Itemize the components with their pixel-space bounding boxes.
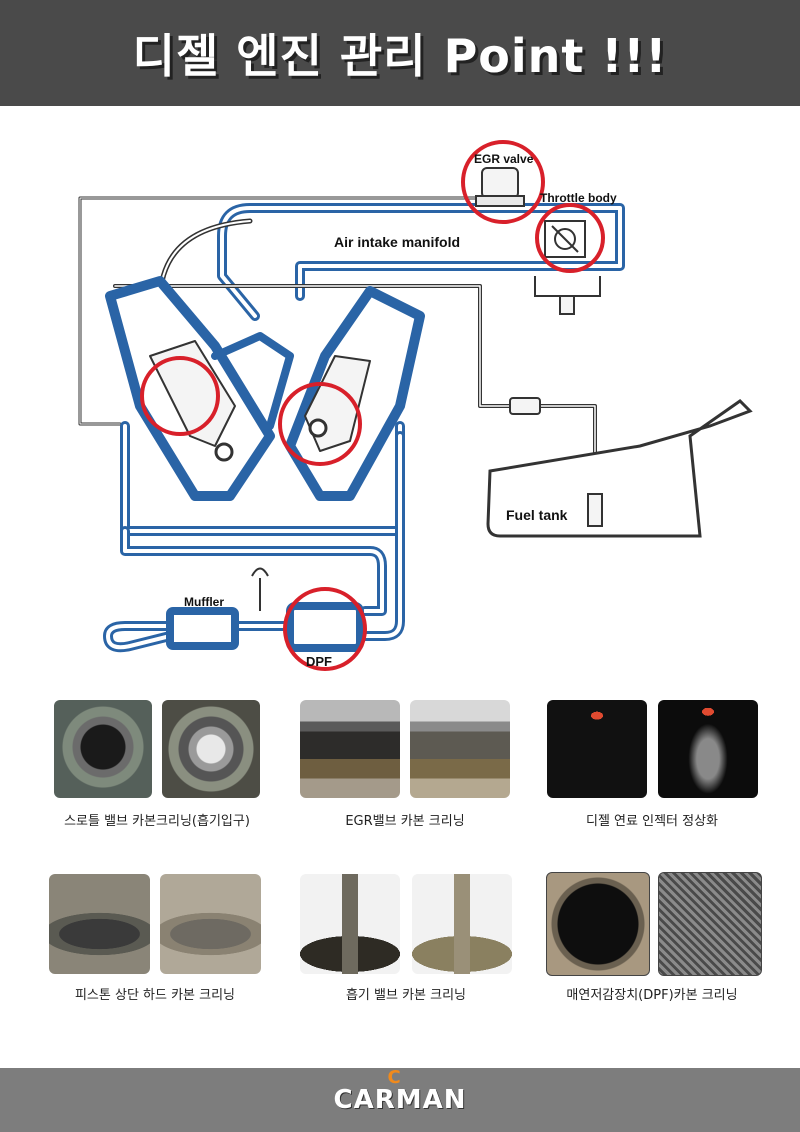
egr-highlight	[461, 140, 545, 224]
throttle-highlight	[535, 203, 605, 273]
dpf-after-photo	[658, 872, 762, 976]
muffler-box	[166, 607, 239, 650]
injector-highlight	[140, 356, 220, 436]
engine-diagram: EGR valve Throttle body Air intake manif…	[78, 140, 753, 671]
egr-after-photo	[410, 700, 510, 798]
dpf-label: DPF	[306, 654, 332, 669]
piston-before-photo	[49, 874, 150, 974]
fuel-tank-shape	[486, 399, 753, 538]
page-title: 디젤 엔진 관리 Point !!!	[132, 29, 668, 83]
photo-caption: 스로틀 밸브 카본크리닝(흡기입구)	[64, 814, 250, 829]
piston-after-photo	[160, 874, 261, 974]
logo-accent: C	[387, 1067, 402, 1088]
intake-valve-after-photo	[412, 874, 512, 974]
intake-valve-before-photo	[300, 874, 400, 974]
dpf-box	[286, 602, 364, 652]
footer-bar: CARMAN C	[0, 1067, 800, 1132]
left-piston	[214, 442, 234, 462]
air-intake-label: Air intake manifold	[334, 234, 460, 250]
photo-caption: 매연저감장치(DPF)카본 크리닝	[566, 988, 738, 1003]
throttle-body-label: Throttle body	[540, 191, 617, 205]
injector-before-photo	[547, 700, 647, 798]
egr-before-photo	[300, 700, 400, 798]
muffler-label: Muffler	[184, 595, 224, 609]
throttle-before-photo	[54, 700, 152, 798]
injector-after-photo	[658, 700, 758, 798]
egr-valve-label: EGR valve	[474, 152, 534, 166]
fuel-tank-label: Fuel tank	[506, 507, 568, 523]
dpf-highlight	[283, 587, 367, 671]
throttle-after-photo	[162, 700, 260, 798]
dpf-before-photo	[546, 872, 650, 976]
photo-caption: 흡기 밸브 카본 크리닝	[345, 988, 467, 1003]
header-banner: 디젤 엔진 관리 Point !!!	[0, 0, 800, 106]
carman-logo: CARMAN C	[333, 1067, 467, 1115]
right-piston	[308, 418, 328, 438]
photo-caption: EGR밸브 카본 크리닝	[345, 814, 465, 829]
egr-valve-shape	[475, 167, 525, 207]
piston-highlight	[278, 382, 362, 466]
photo-caption: 디젤 연료 인젝터 정상화	[586, 814, 718, 829]
photo-caption: 피스톤 상단 하드 카본 크리닝	[74, 988, 236, 1003]
logo-text: CARMAN	[333, 1085, 467, 1115]
throttle-body-shape	[534, 220, 601, 315]
